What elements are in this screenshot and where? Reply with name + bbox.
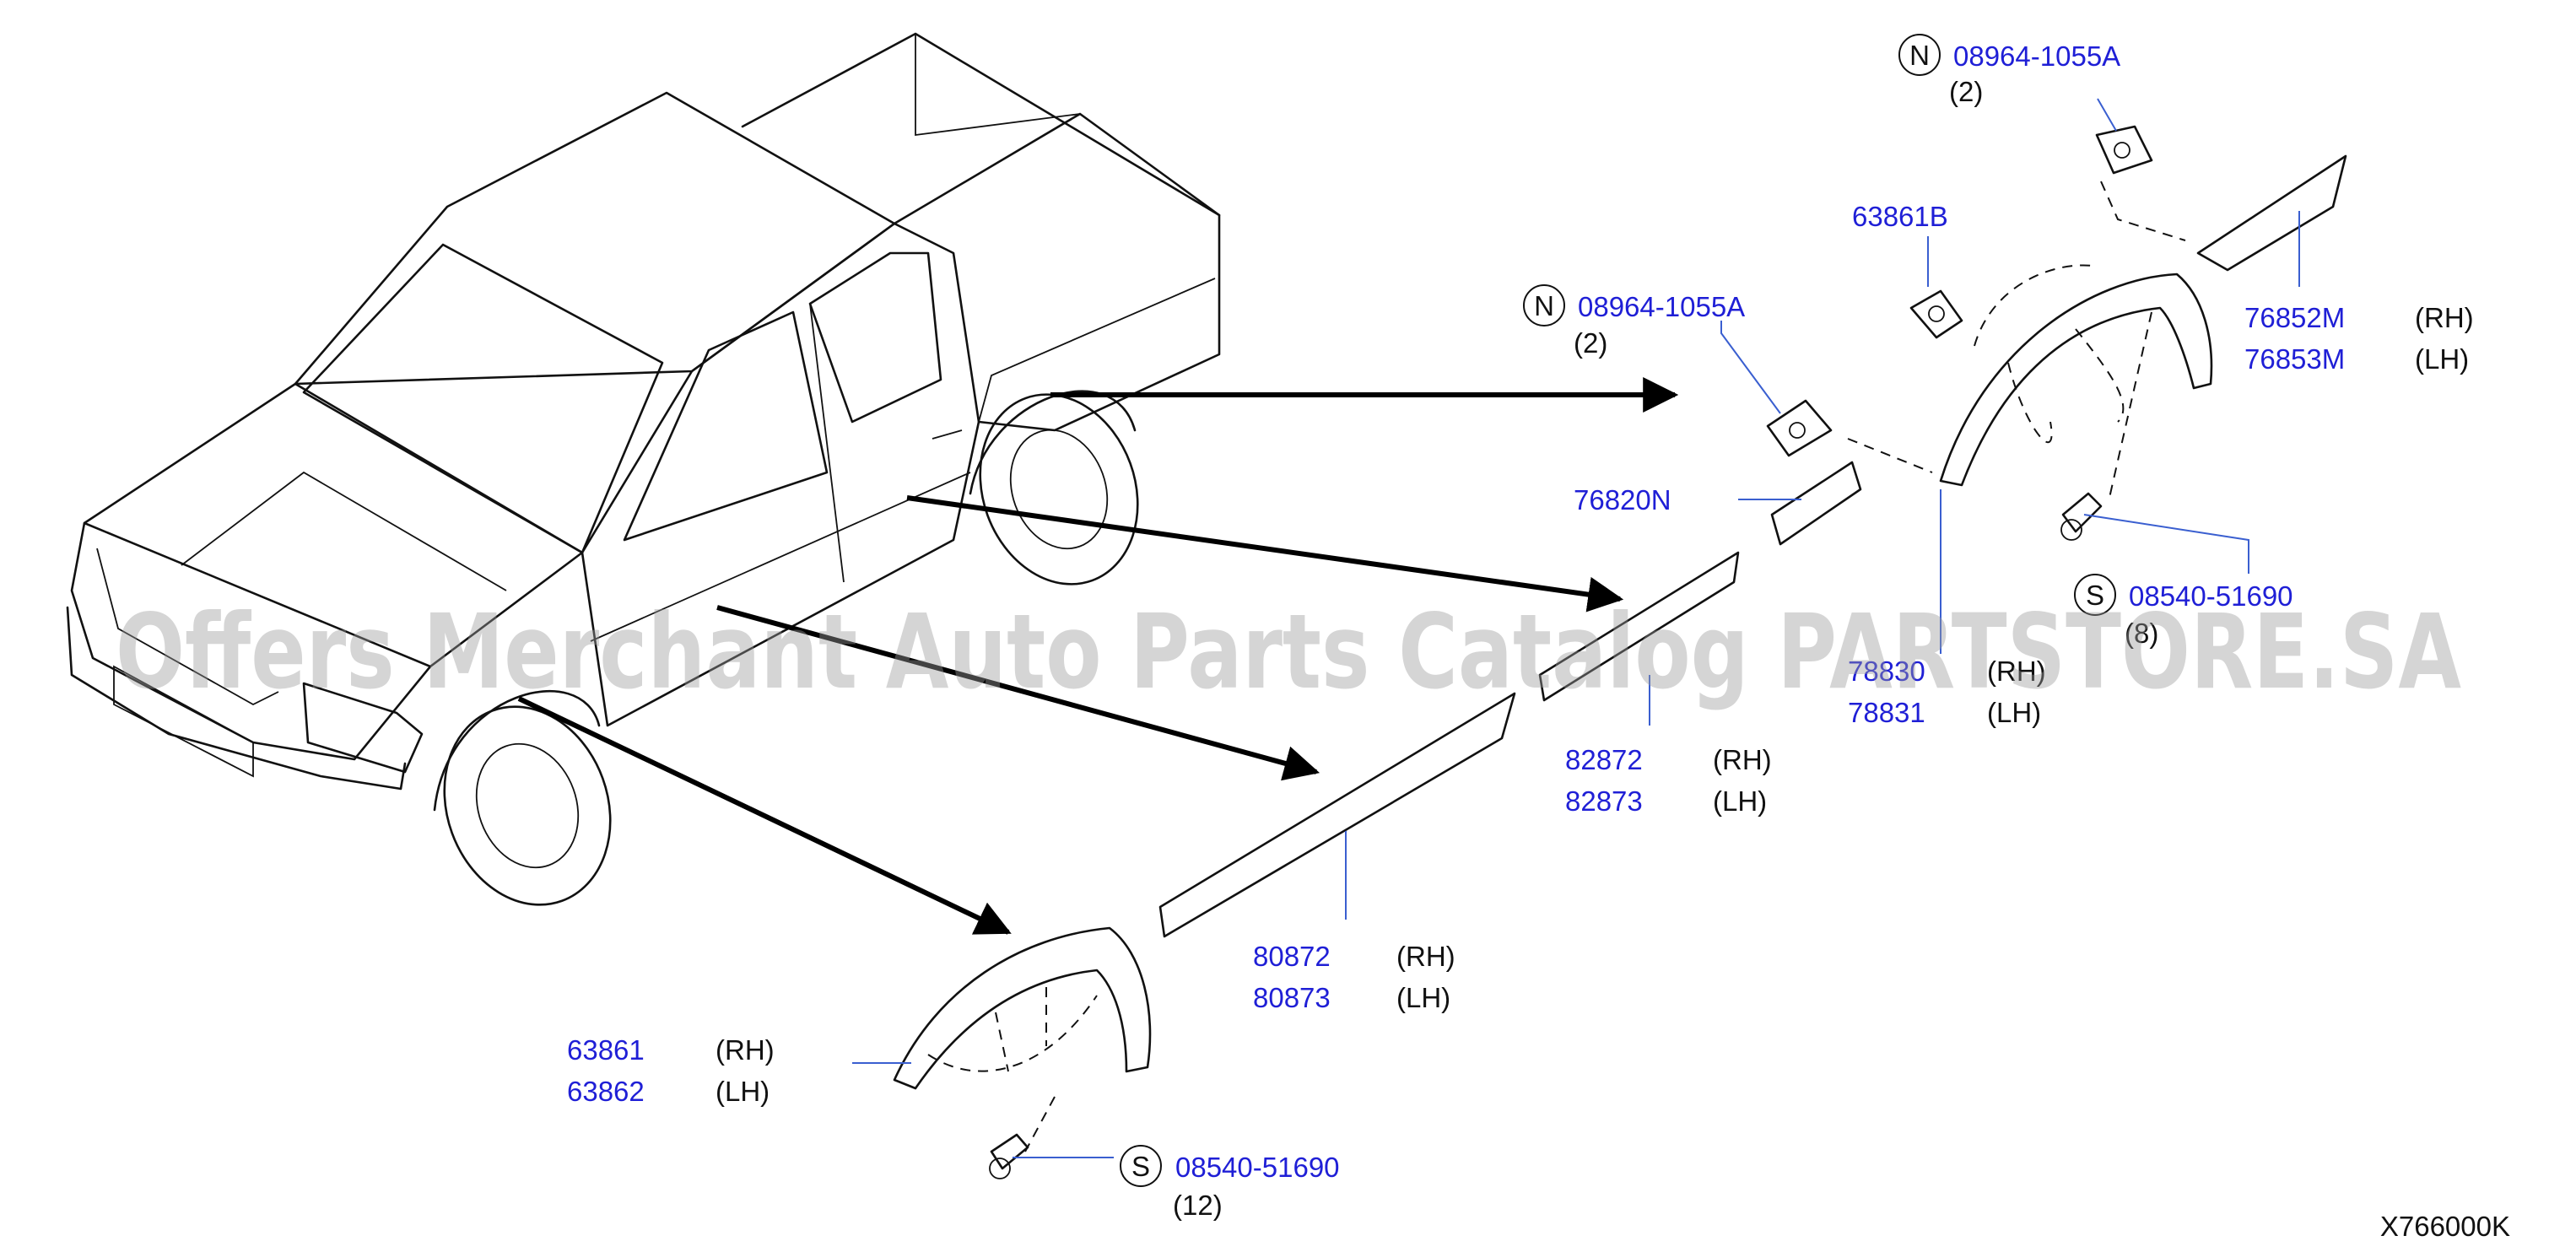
leader-lines bbox=[852, 98, 2300, 1158]
side-rh-76852m: (RH) bbox=[2415, 302, 2474, 333]
watermark: Offers Merchant Auto Parts Catalog PARTS… bbox=[116, 592, 2461, 712]
part-number-76820n: 76820N bbox=[1574, 484, 1671, 515]
side-lh-80873: (LH) bbox=[1396, 982, 1450, 1013]
quantity-clip-top: (2) bbox=[1949, 76, 1983, 107]
quantity-clip-mid: (2) bbox=[1574, 327, 1607, 359]
quantity-screw-bottom: (12) bbox=[1173, 1190, 1223, 1221]
n-symbol-circle bbox=[1523, 284, 1565, 326]
labels: N 08964-1055A (2) 63861B 76852M (RH) 768… bbox=[567, 34, 2510, 1242]
part-number-82873: 82873 bbox=[1565, 785, 1643, 817]
quantity-screw-top: (8) bbox=[2125, 618, 2158, 649]
part-number-76853m: 76853M bbox=[2244, 343, 2345, 375]
s-symbol-circle bbox=[1120, 1145, 1162, 1187]
diagram-code: X766000K bbox=[2380, 1211, 2510, 1242]
s-symbol: S bbox=[2086, 580, 2104, 611]
part-number-screw-bottom: 08540-51690 bbox=[1175, 1152, 1340, 1183]
part-number-80873: 80873 bbox=[1253, 982, 1331, 1013]
side-rh-82872: (RH) bbox=[1713, 744, 1772, 775]
side-rh-63861: (RH) bbox=[716, 1034, 775, 1066]
part-drawings bbox=[893, 125, 2347, 1179]
part-number-63861b: 63861B bbox=[1852, 201, 1948, 232]
side-lh-63862: (LH) bbox=[716, 1076, 770, 1107]
part-number-screw-top: 08540-51690 bbox=[2129, 580, 2293, 612]
pickup-truck-illustration bbox=[66, 32, 1221, 906]
part-number-63862: 63862 bbox=[567, 1076, 645, 1107]
n-symbol: N bbox=[1534, 290, 1554, 321]
side-rh-78830: (RH) bbox=[1987, 656, 2046, 687]
part-number-78831: 78831 bbox=[1848, 697, 1925, 728]
pointer-arrows bbox=[517, 377, 1679, 935]
part-number-63861: 63861 bbox=[567, 1034, 645, 1066]
side-lh-78831: (LH) bbox=[1987, 697, 2041, 728]
n-symbol: N bbox=[1909, 40, 1930, 71]
part-number-80872: 80872 bbox=[1253, 941, 1331, 972]
s-symbol: S bbox=[1131, 1151, 1150, 1182]
part-number-76852m: 76852M bbox=[2244, 302, 2345, 333]
part-number-clip-mid: 08964-1055A bbox=[1578, 291, 1745, 322]
side-rh-80872: (RH) bbox=[1396, 941, 1455, 972]
side-lh-76853m: (LH) bbox=[2415, 343, 2469, 375]
side-lh-82873: (LH) bbox=[1713, 785, 1767, 817]
part-number-82872: 82872 bbox=[1565, 744, 1643, 775]
part-number-78830: 78830 bbox=[1848, 656, 1925, 687]
part-number-clip-top: 08964-1055A bbox=[1953, 40, 2120, 72]
n-symbol-circle bbox=[1898, 34, 1941, 76]
s-symbol-circle bbox=[2074, 574, 2116, 616]
